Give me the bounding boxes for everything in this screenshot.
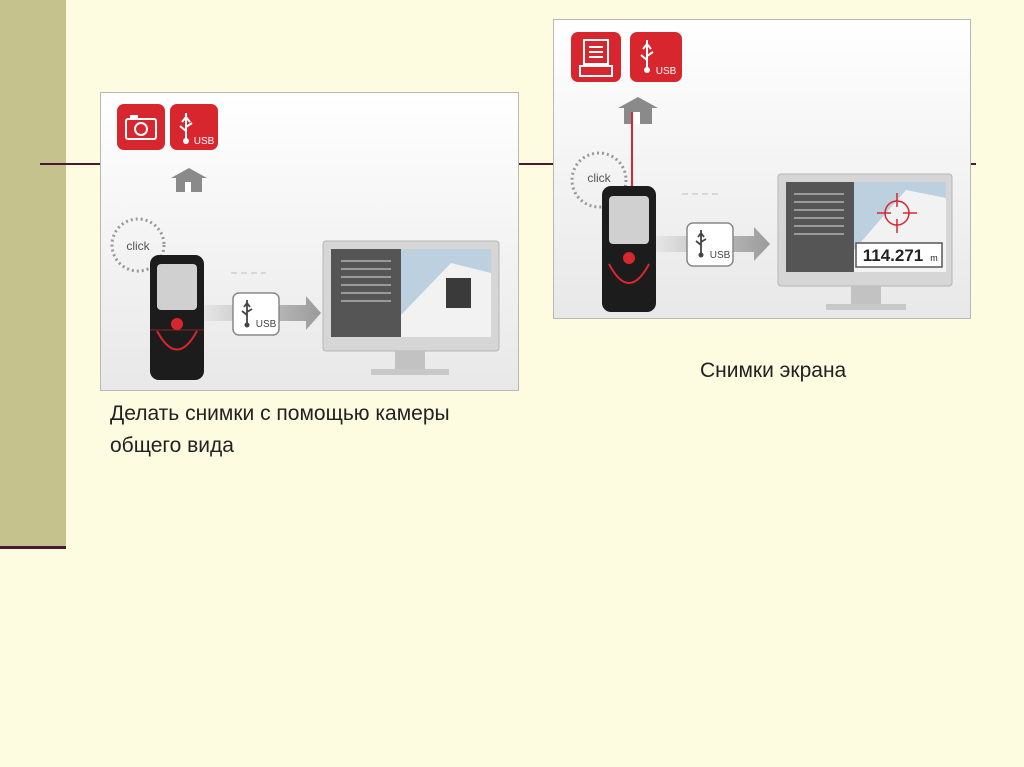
camera-capture-diagram: USB click USB [101, 93, 518, 390]
monitor-illustration [322, 240, 500, 375]
usb-badge-label: USB [256, 319, 277, 330]
title-rule-mid [518, 163, 554, 165]
laser-meter-device [150, 255, 204, 380]
usb-icon: USB [170, 104, 218, 150]
usb-icon: USB [630, 32, 682, 82]
caption-left-line2: общего вида [110, 434, 234, 457]
measurement-value: 114.271 [863, 246, 924, 265]
caption-right: Снимки экрана [700, 359, 847, 382]
caption-left: Делать снимки с помощью камеры общего ви… [110, 398, 450, 462]
usb-icon-label: USB [194, 136, 215, 147]
measurement-readout: 114.271 m [855, 242, 943, 268]
laser-meter-device [602, 186, 656, 312]
camera-icon [117, 104, 165, 150]
screenshot-capture-diagram: USB click USB [554, 20, 970, 318]
usb-icon-label: USB [656, 66, 677, 77]
usb-icon: USB [686, 222, 734, 267]
click-label: click [126, 239, 150, 253]
title-rule-left [40, 163, 102, 165]
usb-badge-label: USB [710, 250, 731, 261]
sidebar-strip [0, 0, 66, 546]
usb-icon: USB [232, 292, 280, 336]
screen-capture-icon [571, 32, 621, 82]
screenshot-capture-illustration: USB click USB [553, 19, 971, 319]
click-label: click [587, 171, 611, 185]
sidebar-divider [0, 546, 66, 549]
crosshair-icon [877, 193, 917, 233]
title-rule-right [970, 163, 976, 165]
click-icon: click [570, 151, 628, 209]
click-icon: click [110, 217, 166, 273]
house-icon [171, 168, 207, 192]
monitor-illustration: 114.271 m [777, 173, 953, 310]
camera-capture-illustration: USB click USB [100, 92, 519, 391]
measurement-unit: m [930, 253, 938, 263]
caption-left-line1: Делать снимки с помощью камеры [110, 402, 450, 425]
